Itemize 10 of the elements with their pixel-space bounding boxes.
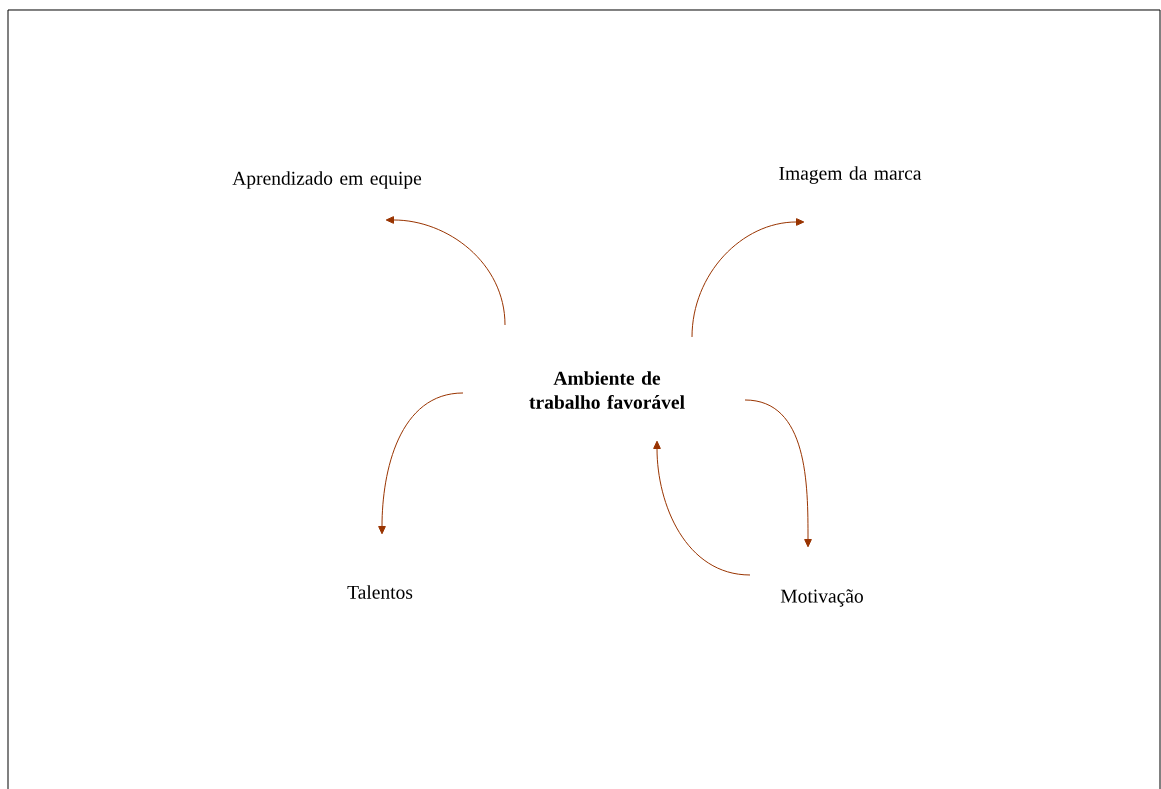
node-label: Imagem da marca bbox=[779, 166, 922, 184]
curved-arrow bbox=[744, 399, 812, 548]
curved-arrow bbox=[653, 440, 751, 576]
node-label: Motivação bbox=[780, 589, 863, 607]
central-label: Ambiente de trabalho favorável bbox=[529, 371, 685, 409]
node-label: Talentos bbox=[347, 585, 413, 599]
curved-arrow bbox=[385, 216, 506, 326]
node-label: Aprendizado em equipe bbox=[232, 171, 422, 189]
curved-arrow bbox=[378, 392, 464, 535]
curved-arrow bbox=[691, 218, 805, 338]
